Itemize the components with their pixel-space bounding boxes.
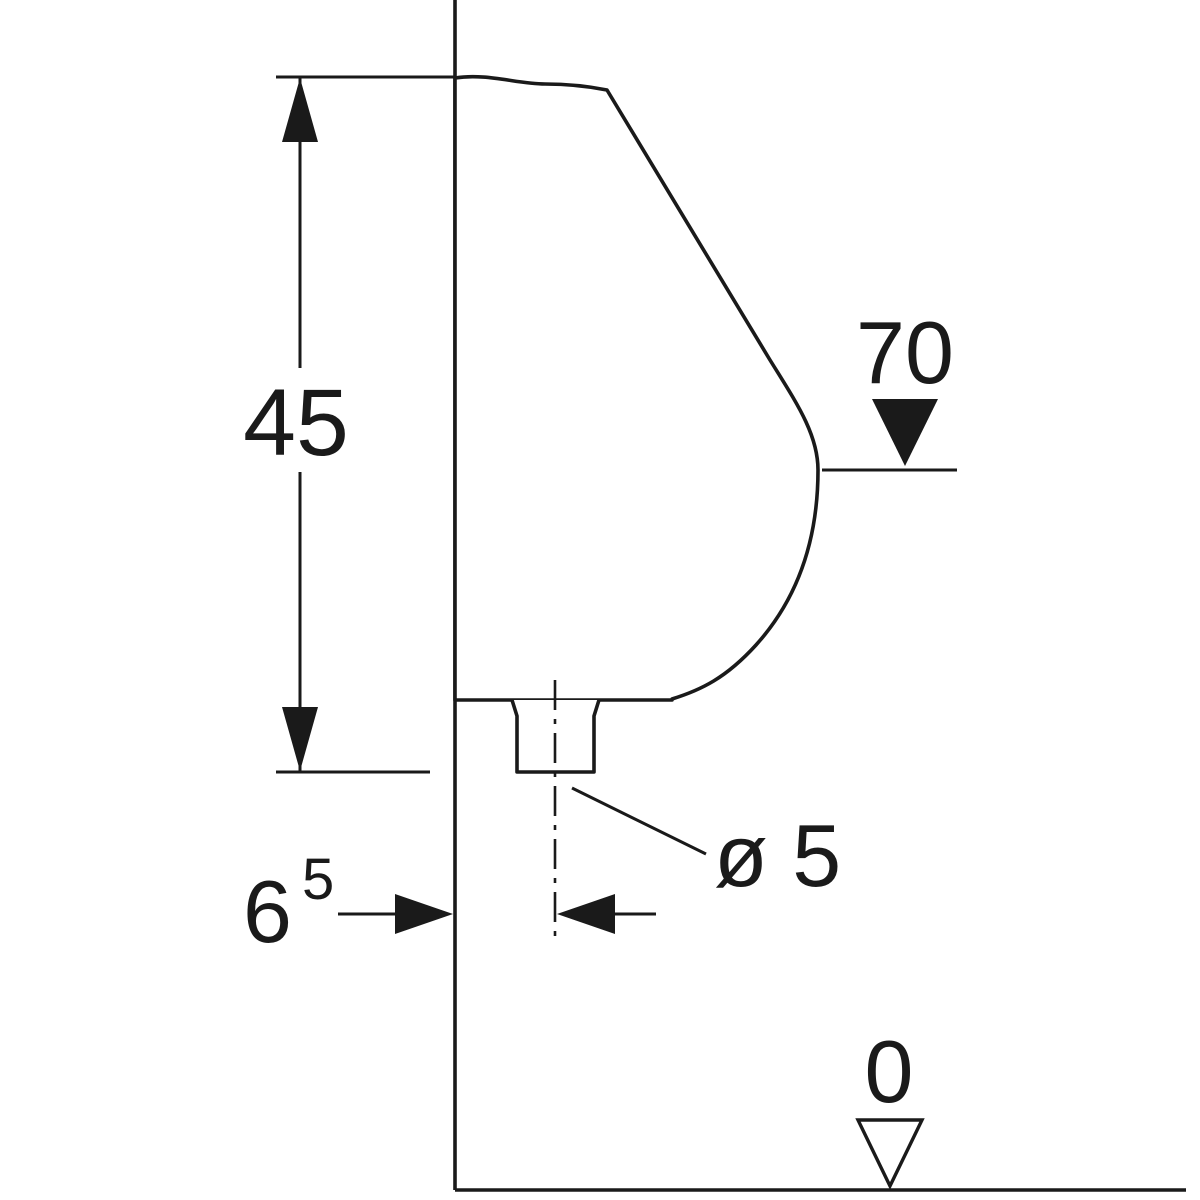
dim-45-label: 45	[243, 370, 349, 476]
diameter-leader-line	[571, 786, 707, 856]
dim-45-arrow-up-icon	[282, 78, 318, 142]
datum-0-marker-icon	[855, 1118, 925, 1190]
urinal-profile	[453, 74, 820, 702]
level-70-label: 70	[856, 303, 954, 402]
level-70-marker-icon	[872, 399, 938, 466]
offset-label-main: 6	[243, 862, 292, 961]
offset-arrow-right-icon	[395, 894, 453, 934]
offset-label-superscript: 5	[302, 847, 334, 912]
dim-45-arrow-down-icon	[282, 707, 318, 771]
offset-arrow-left-icon	[557, 894, 615, 934]
diameter-label: ø 5	[714, 806, 841, 905]
datum-0-label: 0	[865, 1022, 914, 1121]
